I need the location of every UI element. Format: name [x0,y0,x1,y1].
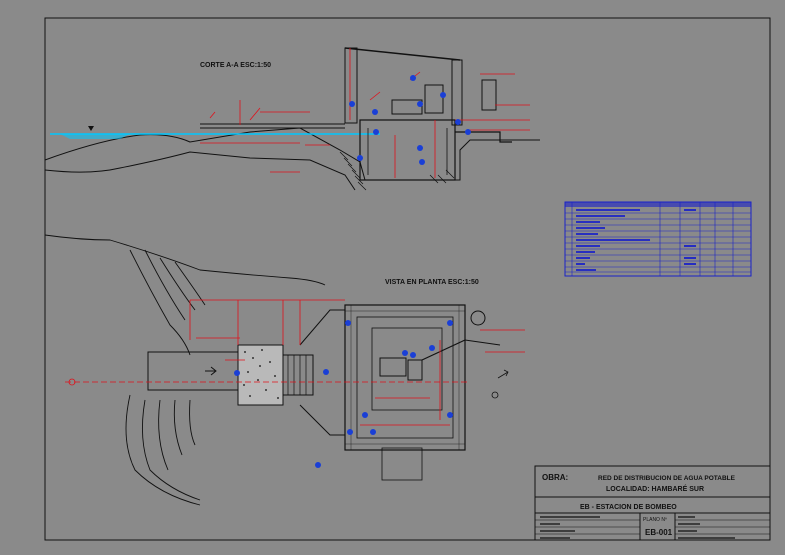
motor-unit [424,84,444,114]
station-outer-wall [344,304,466,451]
station-floor [371,327,443,411]
section-dimensions [200,48,530,178]
slope-hatching [339,151,455,191]
gravel-pattern [243,349,279,399]
sheet-border [44,17,771,541]
section-cut-marker [68,378,76,386]
water-marker [88,126,94,131]
plan-markers [234,320,453,468]
pump-house-roof [344,47,461,61]
plan-outlet-pipe [464,339,501,346]
localidad-text: LOCALIDAD: HAMBARÉ SUR [606,484,704,493]
section-view: CORTE A-A ESC:1:50 [44,47,540,191]
sheet-code: EB-001 [645,528,673,537]
obra-value: RED DE DISTRIBUCION DE AGUA POTABLE [598,475,736,482]
wall-tile-pattern [345,305,465,450]
control-panel [481,79,497,111]
pump-house-wall-right [451,59,463,126]
section-title: CORTE A-A ESC:1:50 [200,62,271,69]
sump-structure [359,119,456,181]
plano-label: PLANO Nº [643,517,667,523]
plan-motor-unit [407,359,423,381]
channel-wall-upper [299,309,345,346]
terrain-lower [44,151,356,191]
channel-grid [282,354,314,396]
channel-grid-bars [287,355,307,395]
section-markers [349,75,471,165]
intake-channel [147,351,241,391]
discharge-pipe [455,131,512,143]
materials-table [564,201,752,277]
pump-house-wall-left [344,47,358,124]
plan-dimensions [189,299,525,426]
door-opening [381,447,423,481]
title-block-small-text [540,516,735,539]
plan-pump-unit [379,357,407,377]
pump-unit [391,99,423,115]
plan-discharge-pipe [421,339,466,361]
plan-valve-box [470,310,486,326]
plan-title: VISTA EN PLANTA ESC:1:50 [385,279,479,286]
gravel-filter [237,344,284,406]
north-arrow [491,369,509,399]
plan-view: VISTA EN PLANTA ESC:1:50 [44,234,525,506]
station-inner-wall [356,316,454,439]
obra-label: OBRA: [542,473,568,482]
terrain-line [44,127,540,181]
drawing-subject: EB - ESTACION DE BOMBEO [580,504,677,511]
riverbank-lines [44,234,326,506]
flow-arrow [205,366,217,376]
title-block: OBRA: RED DE DISTRIBUCION DE AGUA POTABL… [534,465,771,541]
water-body [60,134,130,139]
channel-wall-lower [299,404,345,436]
